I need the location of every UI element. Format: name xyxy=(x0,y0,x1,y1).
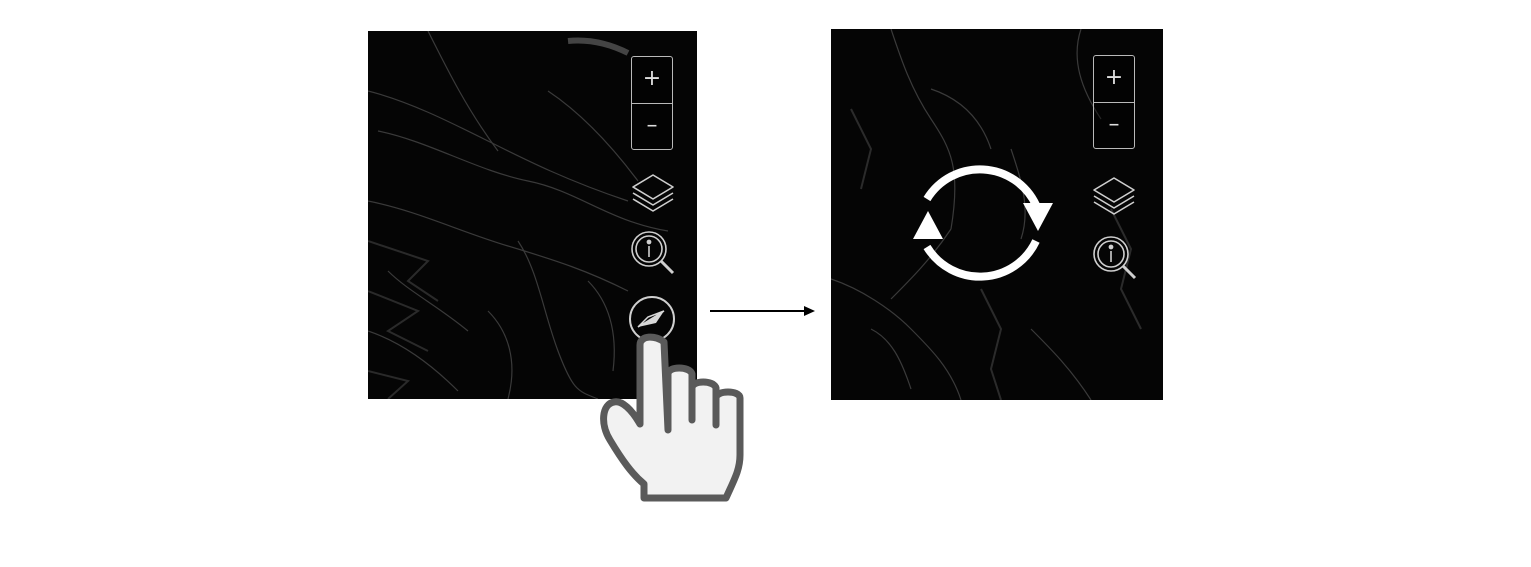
plus-icon: + xyxy=(642,66,662,91)
minus-icon: – xyxy=(1108,112,1120,137)
minus-icon: – xyxy=(646,113,658,138)
layers-icon[interactable] xyxy=(1090,174,1138,218)
zoom-out-button[interactable]: – xyxy=(1094,103,1134,149)
refresh-rotate-icon xyxy=(913,165,1053,281)
right-arrow-icon xyxy=(710,306,815,316)
map-view-before: + – xyxy=(368,31,697,399)
zoom-control: + – xyxy=(1093,55,1135,149)
zoom-in-button[interactable]: + xyxy=(632,57,672,104)
map-view-after: + – xyxy=(831,29,1163,400)
info-search-icon[interactable] xyxy=(1090,233,1140,283)
plus-icon: + xyxy=(1104,65,1124,90)
zoom-in-button[interactable]: + xyxy=(1094,56,1134,103)
info-search-icon[interactable] xyxy=(628,228,678,278)
terrain-texture xyxy=(368,31,669,399)
zoom-out-button[interactable]: – xyxy=(632,104,672,150)
compass-icon[interactable] xyxy=(626,293,678,345)
layers-icon[interactable] xyxy=(629,171,677,215)
zoom-control: + – xyxy=(631,56,673,150)
